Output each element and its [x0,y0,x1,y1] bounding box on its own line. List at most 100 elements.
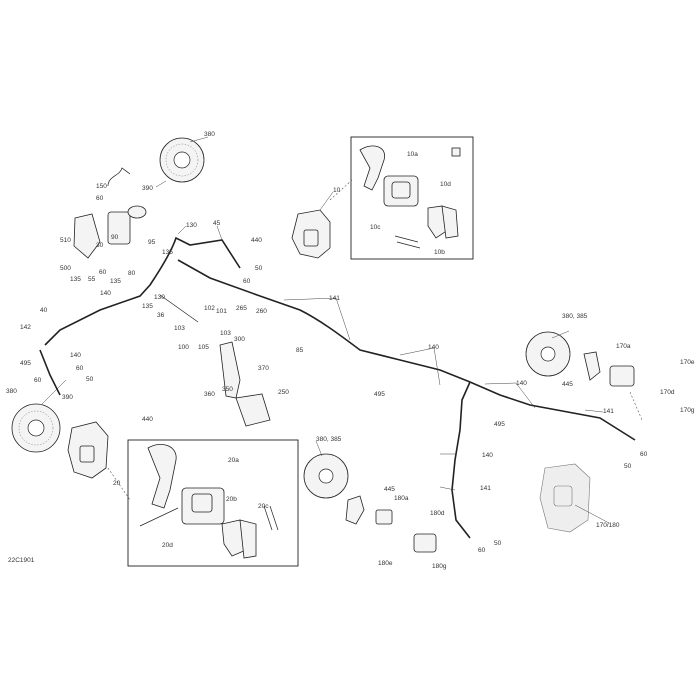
hose-150 [107,167,131,187]
caliper-180a [375,509,393,525]
callout-140-c: 140 [428,344,439,351]
callout-140-b: 140 [70,352,81,359]
callout-180e: 180e [378,560,393,567]
callout-495: 495 [20,360,31,367]
caliper-20-piston [79,445,95,463]
dash-caliper-170 [629,391,643,421]
master-cylinder-30 [107,211,131,245]
callout-495-b: 495 [374,391,385,398]
dash-caliper-10-to-detail [329,179,353,201]
callout-105: 105 [198,344,209,351]
brake-line-rear-main [177,259,636,441]
callout-60-f: 60 [640,451,648,458]
callout-141-c: 141 [480,485,491,492]
disc-hub-right [173,151,191,169]
callout-60-e: 60 [34,377,42,384]
callout-20a: 20a [228,457,239,464]
brake-pad-20c-a [221,519,247,557]
callout-135-d: 135 [142,303,153,310]
callout-60-d: 60 [76,365,84,372]
disc-hub-rear-center [318,468,334,484]
caliper-piston-10 [391,181,411,199]
pin-20c [263,505,273,531]
callout-103: 103 [174,325,185,332]
callout-510: 510 [60,237,71,244]
callout-102: 102 [204,305,215,312]
callout-10a: 10a [407,151,418,158]
callout-85: 85 [296,347,304,354]
callout-141-b: 141 [603,408,614,415]
pin-10c-b [396,241,421,249]
disc-hub-left [27,419,45,437]
callout-50-d: 50 [494,540,502,547]
callout-45: 45 [213,220,221,227]
callout-170a: 170a [616,343,631,350]
callout-60-g: 60 [478,547,486,554]
detail-box-caliper-10 [350,136,474,260]
callout-440-b: 440 [142,416,153,423]
caliper-bracket-20 [147,444,177,509]
callout-170-180: 170/180 [596,522,620,529]
callout-380-385: 380, 385 [562,313,588,320]
callout-10c: 10c [370,224,381,231]
callout-60-b: 60 [243,278,251,285]
bracket-170a [583,351,601,381]
leader-lines [41,136,610,524]
callout-445-b: 445 [384,486,395,493]
pin-10c [394,235,419,243]
callout-20b: 20b [226,496,237,503]
pin-20c-b [269,505,279,531]
callout-135-b: 135 [70,276,81,283]
dash-caliper-20-to-detail [107,467,131,501]
callout-170d: 170d [660,389,675,396]
callout-142: 142 [20,324,31,331]
callout-130-b: 130 [154,294,165,301]
callout-20d: 20d [162,542,173,549]
callout-350: 350 [222,386,233,393]
callout-40: 40 [40,307,48,314]
callout-370: 370 [258,365,269,372]
bracket-510 [73,213,101,259]
brake-line-left-lower [39,349,61,396]
callout-101: 101 [216,308,227,315]
callout-360: 360 [204,391,215,398]
caliper-piston-20 [191,493,213,513]
callout-180d: 180d [430,510,445,517]
callout-55: 55 [88,276,96,283]
callout-260: 260 [256,308,267,315]
reservoir-cap-90 [127,205,147,219]
callout-495-c: 495 [494,421,505,428]
callout-36: 36 [157,312,165,319]
caliper-180 [413,533,437,553]
caliper-10-piston [303,229,319,247]
bleeder-10 [451,147,461,157]
callout-20: 20 [113,480,121,487]
callout-60: 60 [96,195,104,202]
detail-box-caliper-20 [127,439,299,567]
callout-390: 390 [142,185,153,192]
callout-10: 10 [333,187,341,194]
callouts: 380 390 150 60 130 45 510 90 30 95 135 4… [6,131,695,570]
callout-141: 141 [329,295,340,302]
callout-150: 150 [96,183,107,190]
callout-300: 300 [234,336,245,343]
callout-170g: 170g [680,407,695,414]
callout-250: 250 [278,389,289,396]
pushrod-36 [159,294,199,323]
callout-265: 265 [236,305,247,312]
callout-140-e: 140 [482,452,493,459]
callout-100: 100 [178,344,189,351]
brake-pad-20c-b [239,519,257,559]
callout-30: 30 [96,242,104,249]
callout-103-b: 103 [220,330,231,337]
callout-20c: 20c [258,503,269,510]
callout-50-b: 50 [86,376,94,383]
callout-80: 80 [128,270,136,277]
callout-130: 130 [186,222,197,229]
callout-140-d: 140 [516,380,527,387]
callout-380: 380 [204,131,215,138]
caliper-170 [609,365,635,387]
callout-135-c: 135 [110,278,121,285]
callout-380-b: 380 [6,388,17,395]
